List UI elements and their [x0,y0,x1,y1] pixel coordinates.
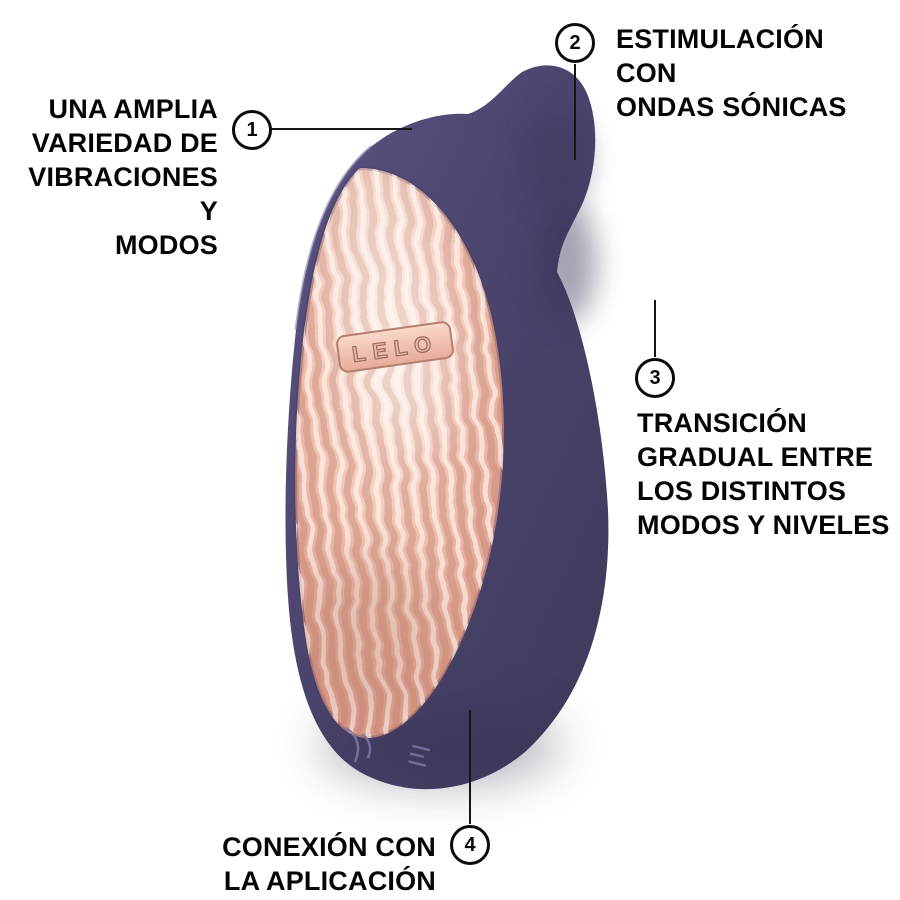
callout-4-line-2: LA APLICACIÓN [223,866,436,896]
callout-1-line-4: MODOS [114,230,218,260]
callout-2-line-1: ESTIMULACIÓN CON [616,24,824,88]
callout-1-line-3: VIBRACIONES Y [28,162,218,226]
callout-4-number: 4 [464,834,476,856]
leader-line-1 [272,128,412,130]
control-marks-icon [345,726,431,767]
callout-3-line-1: TRANSICIÓN [637,408,807,438]
callout-3-line-4: MODOS Y NIVELES [637,510,890,540]
callout-2-badge: 2 [555,23,595,63]
callout-3-line-3: LOS DISTINTOS [637,476,847,506]
callout-4-badge: 4 [450,825,490,865]
callout-2-text: ESTIMULACIÓN CON ONDAS SÓNICAS [616,22,890,124]
callout-4-text: CONEXIÓN CON LA APLICACIÓN [136,830,436,898]
callout-3-line-2: GRADUAL ENTRE [637,442,874,472]
leader-line-2 [574,64,576,160]
callout-3-text: TRANSICIÓN GRADUAL ENTRE LOS DISTINTOS M… [637,406,899,542]
leader-line-4 [469,710,471,824]
brand-plate: LELO [336,321,454,373]
callout-1-line-2: VARIEDAD DE [31,128,218,158]
callout-2-line-2: ONDAS SÓNICAS [616,92,847,122]
leader-line-3 [654,300,656,357]
callout-1-number: 1 [246,119,258,141]
callout-3-number: 3 [649,367,661,389]
callout-1-line-1: UNA AMPLIA [48,94,218,124]
callout-2-number: 2 [569,32,581,54]
callout-1-badge: 1 [232,110,272,150]
callout-3-badge: 3 [635,358,675,398]
callout-1-text: UNA AMPLIA VARIEDAD DE VIBRACIONES Y MOD… [10,92,218,262]
callout-4-line-1: CONEXIÓN CON [222,832,436,862]
